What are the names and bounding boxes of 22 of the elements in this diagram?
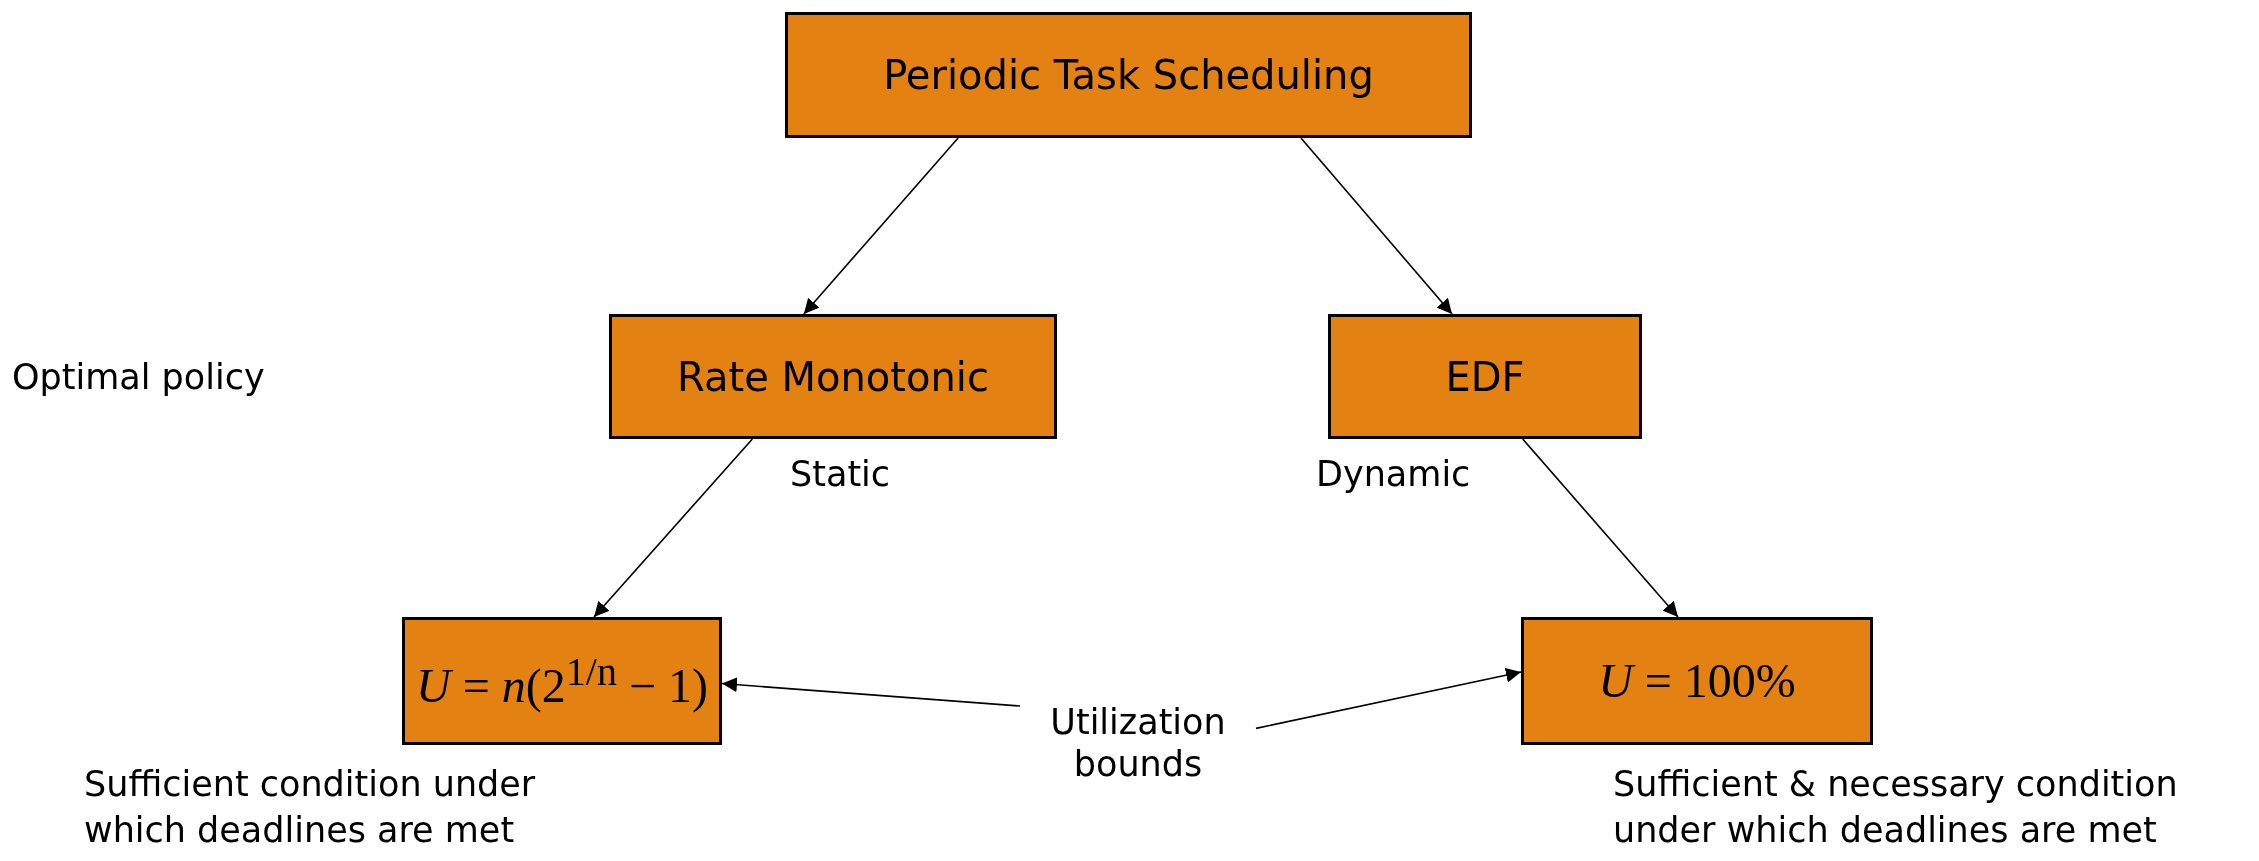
annotation-text: Sufficient & necessary condition under which deadlines are met (1613, 763, 2179, 852)
process-box (609, 314, 1057, 439)
arrow (1521, 438, 1679, 618)
formula-text: U = n(2$^{1/n}$ − 1) (416, 647, 708, 715)
arrow (1255, 667, 1522, 730)
formula-box (1521, 617, 1873, 745)
node-label: Periodic Task Scheduling (883, 51, 1374, 99)
formula-box (402, 617, 722, 745)
arrow (593, 438, 754, 618)
arrow (803, 137, 959, 315)
annotation-text: Dynamic (1316, 453, 1472, 496)
node-text: Utilization bounds (1049, 701, 1227, 785)
arrow (721, 677, 1021, 707)
annotation-text: Static (790, 453, 892, 496)
process-box (785, 12, 1472, 138)
arrow (1300, 137, 1453, 315)
side-label: Optimal policy (12, 356, 265, 399)
process-box (1328, 314, 1642, 439)
formula-text: U = 100% (1598, 653, 1796, 710)
annotation-text: Sufficient condition under which deadlines are met (84, 763, 537, 852)
node-label: EDF (1445, 352, 1525, 401)
node-label: Rate Monotonic (677, 352, 989, 401)
